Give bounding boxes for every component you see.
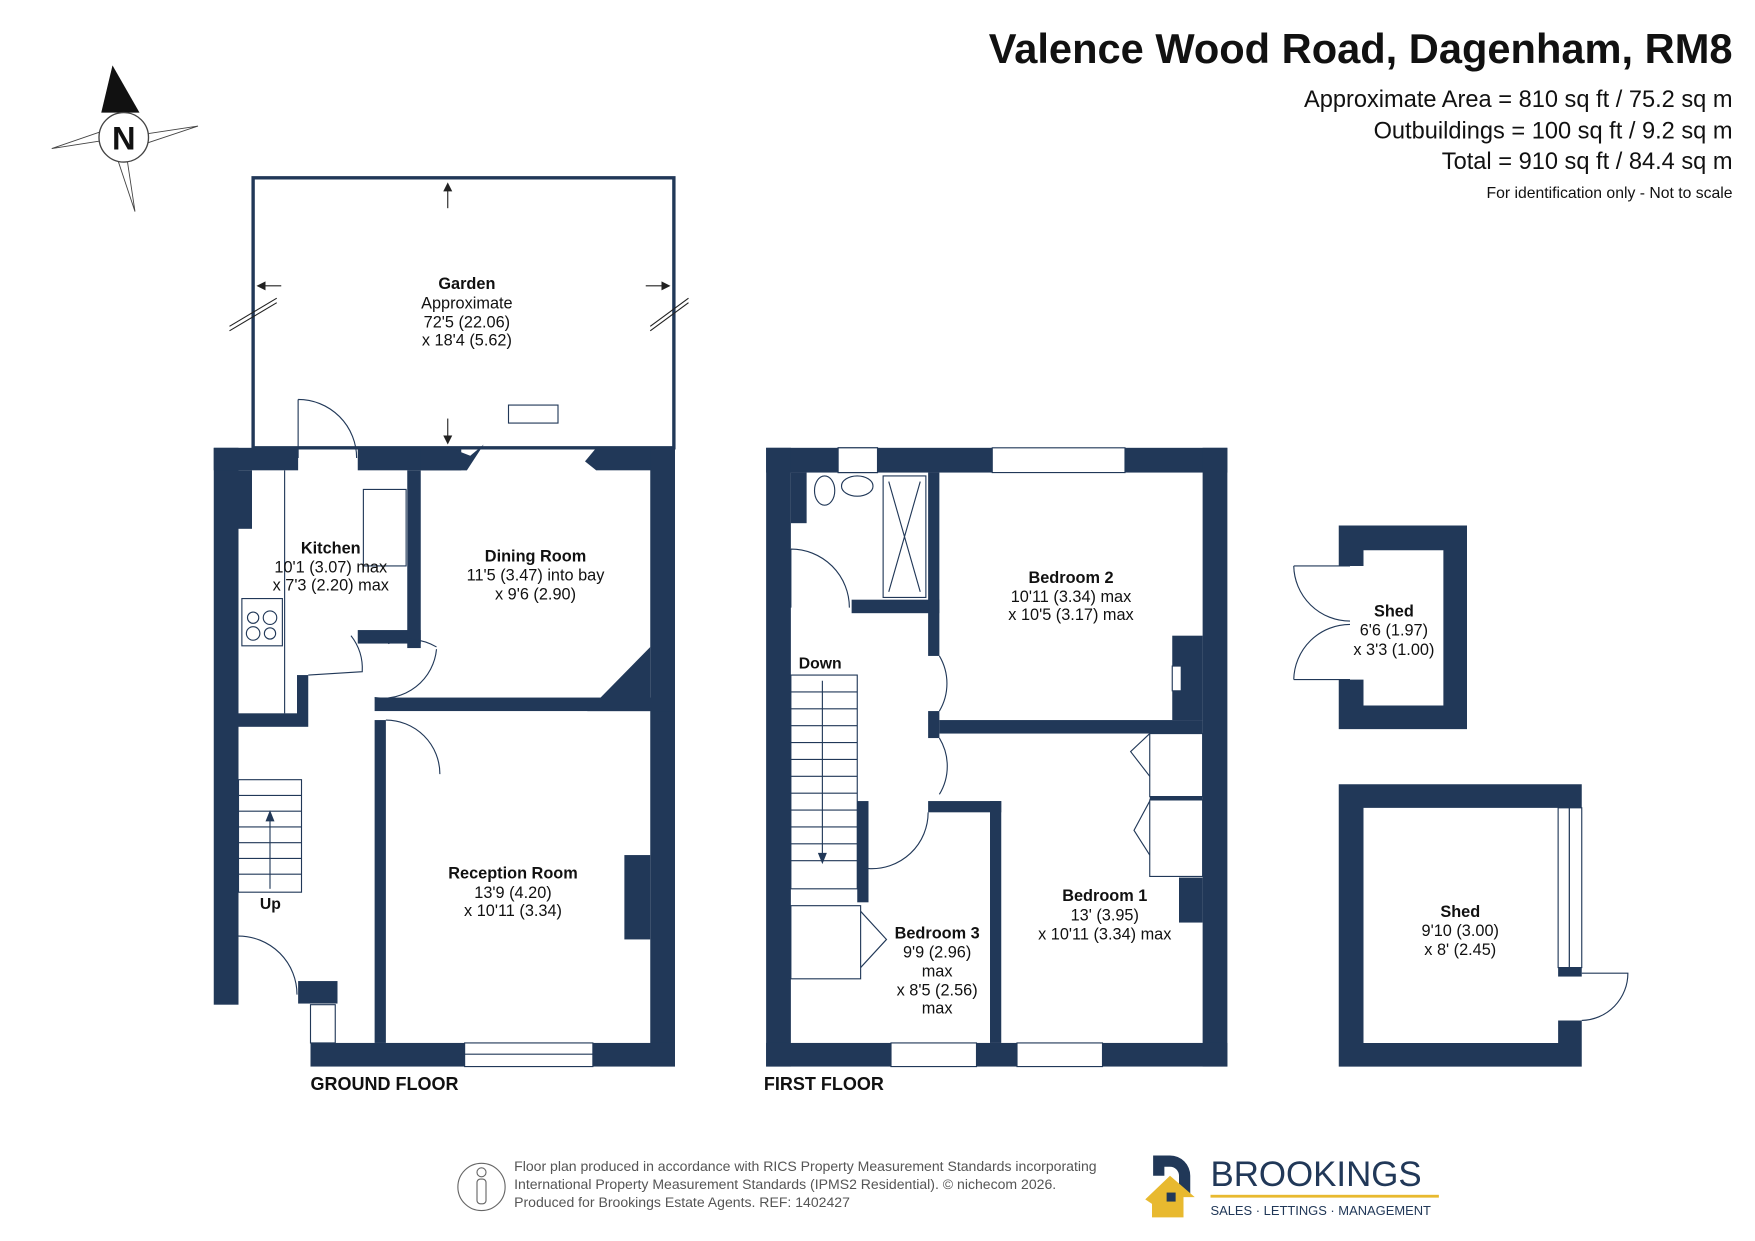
bedroom-2-dim: x 10'5 (3.17) max — [1008, 606, 1133, 624]
kitchen-dim: x 7'3 (2.20) max — [273, 577, 389, 595]
bedroom-1-dim: 13' (3.95) — [1071, 906, 1139, 924]
stairs-down — [790, 674, 858, 890]
footer-line-2: International Property Measurement Stand… — [514, 1176, 1056, 1192]
property-title: Valence Wood Road, Dagenham, RM8 — [989, 25, 1733, 72]
bedroom-3-dim: x 8'5 (2.56) — [897, 982, 978, 1000]
stairs-down-label: Down — [799, 655, 842, 672]
basin-icon — [840, 475, 874, 497]
bedroom-1-dim: x 10'11 (3.34) max — [1038, 925, 1171, 943]
ground-floor-walls — [213, 404, 879, 1068]
kitchen-dim: 10'1 (3.07) max — [274, 559, 387, 577]
ground-floor-fixtures — [237, 398, 441, 995]
dining-room-dim: 11'5 (3.47) into bay — [467, 567, 606, 585]
footer-line-3: Produced for Brookings Estate Agents. RE… — [514, 1194, 850, 1210]
bedroom-1-name: Bedroom 1 — [1062, 887, 1147, 905]
shed-small: Shed 6'6 (1.97) x 3'3 (1.00) — [1293, 525, 1467, 730]
shed-1-dim: x 3'3 (1.00) — [1353, 641, 1434, 659]
header: Valence Wood Road, Dagenham, RM8 Approxi… — [989, 25, 1733, 202]
sink-icon — [362, 488, 407, 567]
shed-2-name: Shed — [1440, 903, 1480, 921]
toilet-icon — [813, 475, 836, 506]
bedroom-2-dim: 10'11 (3.34) max — [1011, 588, 1132, 606]
disclaimer: For identification only - Not to scale — [1487, 185, 1733, 202]
total-area: Total = 910 sq ft / 84.4 sq m — [1442, 149, 1733, 175]
garden-dim: 72'5 (22.06) — [424, 313, 510, 331]
dining-room-dim: x 9'6 (2.90) — [495, 586, 576, 604]
garden-dim: Approximate — [421, 294, 513, 312]
garden-name: Garden — [438, 275, 495, 293]
approximate-area: Approximate Area = 810 sq ft / 75.2 sq m — [1304, 87, 1733, 113]
bedroom-3-name: Bedroom 3 — [895, 924, 980, 942]
hob-icon — [241, 598, 283, 647]
brand-tagline: SALES · LETTINGS · MANAGEMENT — [1211, 1203, 1432, 1218]
bedroom-2-name: Bedroom 2 — [1028, 569, 1113, 587]
first-floor: Down Bedroom 2 10'11 (3.34) max x 10'5 (… — [764, 447, 1228, 1094]
shed-2-dim: 9'10 (3.00) — [1422, 922, 1499, 940]
kitchen-name: Kitchen — [301, 540, 361, 558]
bedroom-3-dim: max — [922, 963, 953, 981]
ground-floor: Garden Approximate 72'5 (22.06) x 18'4 (… — [213, 176, 879, 1094]
stairs-up-label: Up — [260, 896, 281, 913]
garden-dim: x 18'4 (5.62) — [422, 331, 512, 349]
compass-north-label: N — [112, 120, 136, 157]
reception-room-name: Reception Room — [448, 865, 577, 883]
footer-line-1: Floor plan produced in accordance with R… — [514, 1158, 1096, 1174]
bedroom-3-dim: 9'9 (2.96) — [903, 943, 971, 961]
reception-room-dim: 13'9 (4.20) — [474, 884, 551, 902]
shed-2-dim: x 8' (2.45) — [1424, 941, 1496, 959]
ground-floor-label: GROUND FLOOR — [311, 1074, 459, 1094]
dining-room-name: Dining Room — [485, 547, 586, 565]
reception-room-dim: x 10'11 (3.34) — [464, 902, 562, 920]
first-floor-walls — [766, 447, 1228, 1068]
compass-icon: N — [51, 65, 199, 212]
first-floor-fixtures — [790, 475, 1204, 980]
footer: Floor plan produced in accordance with R… — [457, 1155, 1439, 1218]
first-floor-label: FIRST FLOOR — [764, 1074, 884, 1094]
brookings-logo: BROOKINGS SALES · LETTINGS · MANAGEMENT — [1145, 1155, 1439, 1218]
shed-1-name: Shed — [1374, 603, 1414, 621]
stairs-up — [237, 779, 303, 893]
shed-large: Shed 9'10 (3.00) x 8' (2.45) — [1338, 784, 1629, 1067]
outbuildings-area: Outbuildings = 100 sq ft / 9.2 sq m — [1374, 118, 1733, 144]
bedroom-3-dim: max — [922, 1000, 953, 1018]
garden: Garden Approximate 72'5 (22.06) x 18'4 (… — [229, 176, 689, 450]
rics-person-icon — [457, 1162, 506, 1212]
brand-name: BROOKINGS — [1211, 1155, 1422, 1194]
shed-1-dim: 6'6 (1.97) — [1360, 622, 1428, 640]
